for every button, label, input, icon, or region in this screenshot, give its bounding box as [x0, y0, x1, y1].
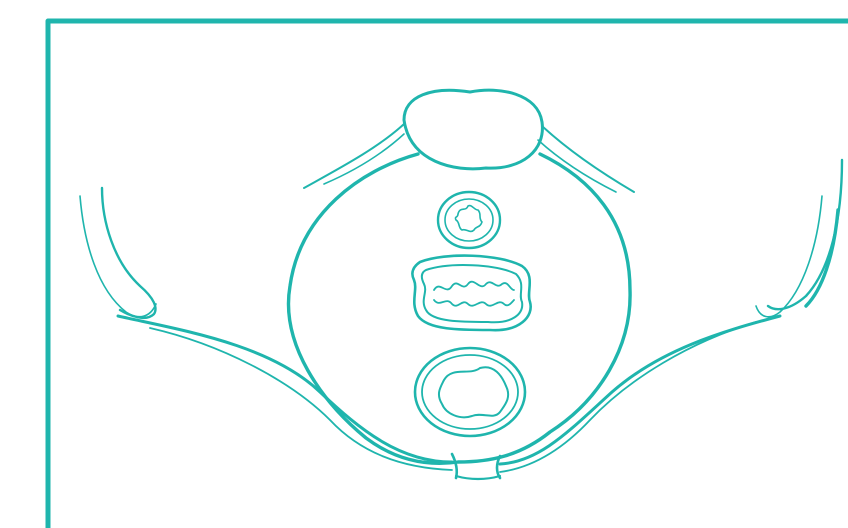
pubic-symphysis-left	[452, 454, 457, 478]
urethra-lumen	[455, 206, 482, 232]
frame-border	[48, 21, 848, 528]
rectum-middle	[422, 355, 518, 429]
left-iliac-crest-inner	[102, 188, 155, 318]
pubic-symphysis-joint	[456, 476, 500, 479]
right-pubic-ramus	[500, 316, 780, 464]
right-sacroiliac-line-inner	[538, 140, 616, 192]
vagina-rugae-lower	[434, 300, 514, 306]
right-sacroiliac-line	[542, 126, 634, 192]
vagina-inner-wall	[422, 265, 522, 322]
left-pubic-ramus	[118, 316, 452, 462]
left-pubic-ramus-lower	[150, 328, 452, 470]
right-pubic-ramus-lower	[500, 322, 756, 472]
right-iliac-crest-inner	[768, 160, 842, 309]
rectum-lumen	[439, 367, 508, 417]
urethra-outer	[438, 192, 500, 248]
sacrum	[404, 90, 542, 169]
vagina-rugae-upper	[434, 282, 514, 290]
pubic-symphysis-right	[497, 456, 500, 478]
left-sacroiliac-line	[304, 124, 404, 188]
